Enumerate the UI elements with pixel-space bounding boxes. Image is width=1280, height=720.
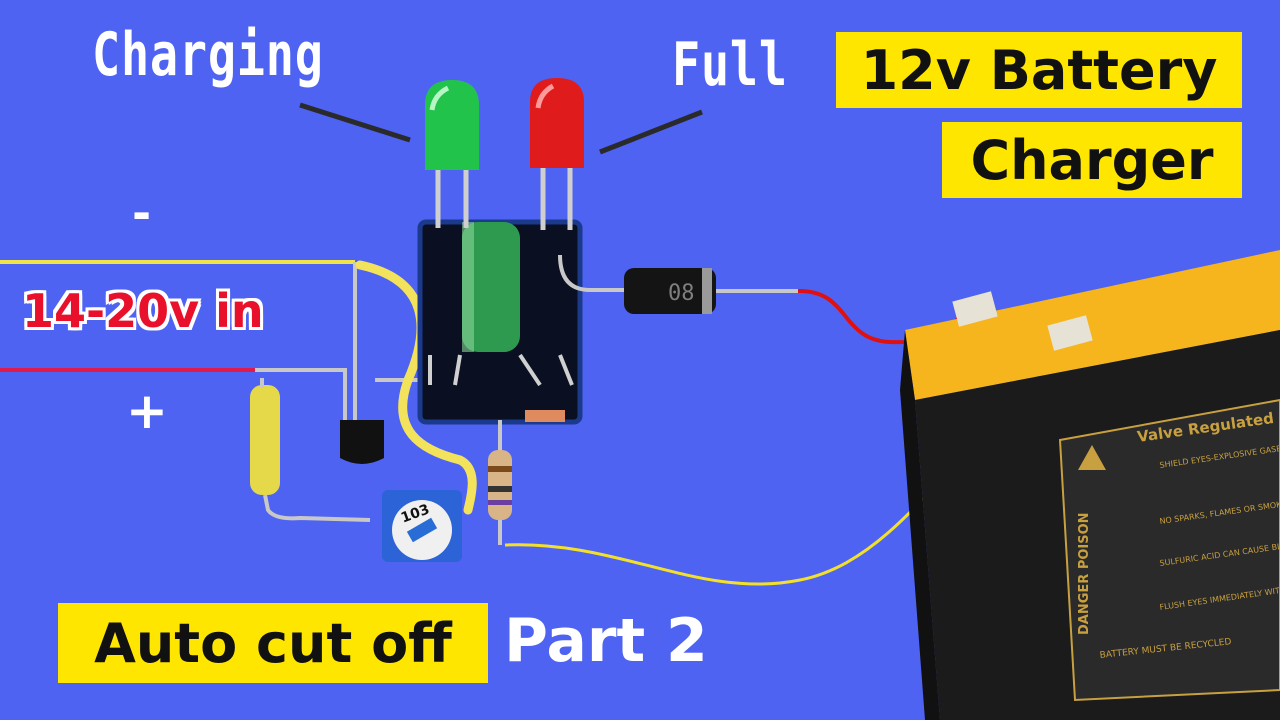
diode (624, 268, 716, 314)
full-pointer-line (599, 109, 703, 155)
battery (900, 250, 1280, 720)
charging-pointer-line (299, 102, 411, 143)
diode-marking: 08 (668, 281, 695, 306)
trimpot (382, 490, 462, 562)
danger-poison-text: DANGER POISON (1077, 512, 1092, 635)
title-line-1: 12v Battery (836, 32, 1242, 108)
resistor-beige (488, 420, 512, 545)
plus-label: + (126, 382, 168, 440)
title-line-2: Charger (942, 122, 1242, 198)
input-voltage-label: 14-20v in (22, 284, 264, 338)
green-led (425, 80, 479, 228)
red-led (530, 78, 584, 230)
resistor-yellow (250, 378, 371, 522)
transistor (340, 420, 384, 464)
capacitor (462, 222, 520, 352)
charging-label: Charging (92, 20, 324, 90)
auto-cut-off-label: Auto cut off (58, 603, 488, 683)
minus-label: - (132, 186, 152, 240)
full-label: Full (672, 30, 788, 100)
part-label: Part 2 (504, 606, 708, 676)
